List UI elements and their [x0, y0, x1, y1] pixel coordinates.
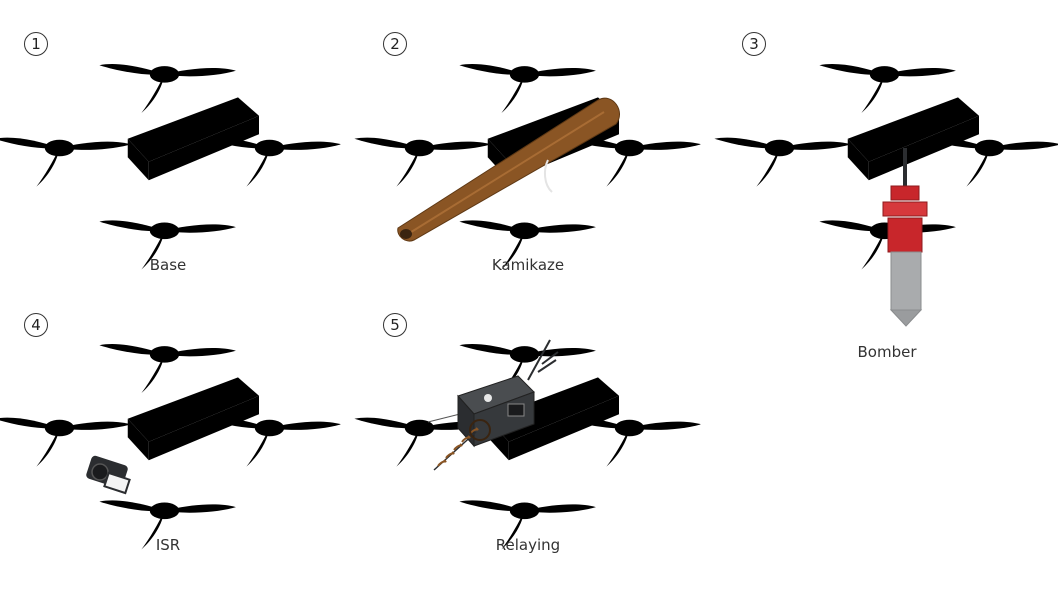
bomber-drone-illustration [714, 64, 1058, 327]
base-drone-illustration: .dark .arm{stroke:#3a3d40;} .dark .frame… [0, 64, 341, 270]
variant-number: 2 [383, 32, 407, 56]
variant-label: ISR [155, 536, 181, 554]
variant-number: 3 [742, 32, 766, 56]
kamikaze-drone-illustration: .ghost .arm{stroke:#c9cbcd;} .ghost .fra… [354, 64, 701, 270]
variant-label: Base [149, 256, 187, 274]
variant-number: 5 [383, 313, 407, 337]
relaying-drone-illustration [354, 339, 701, 550]
variant-label: Bomber [857, 343, 917, 361]
variant-number: 1 [24, 32, 48, 56]
variant-number: 4 [24, 313, 48, 337]
variant-label: Kamikaze [491, 256, 565, 274]
isr-drone-illustration [0, 344, 341, 550]
variant-label: Relaying [495, 536, 561, 554]
